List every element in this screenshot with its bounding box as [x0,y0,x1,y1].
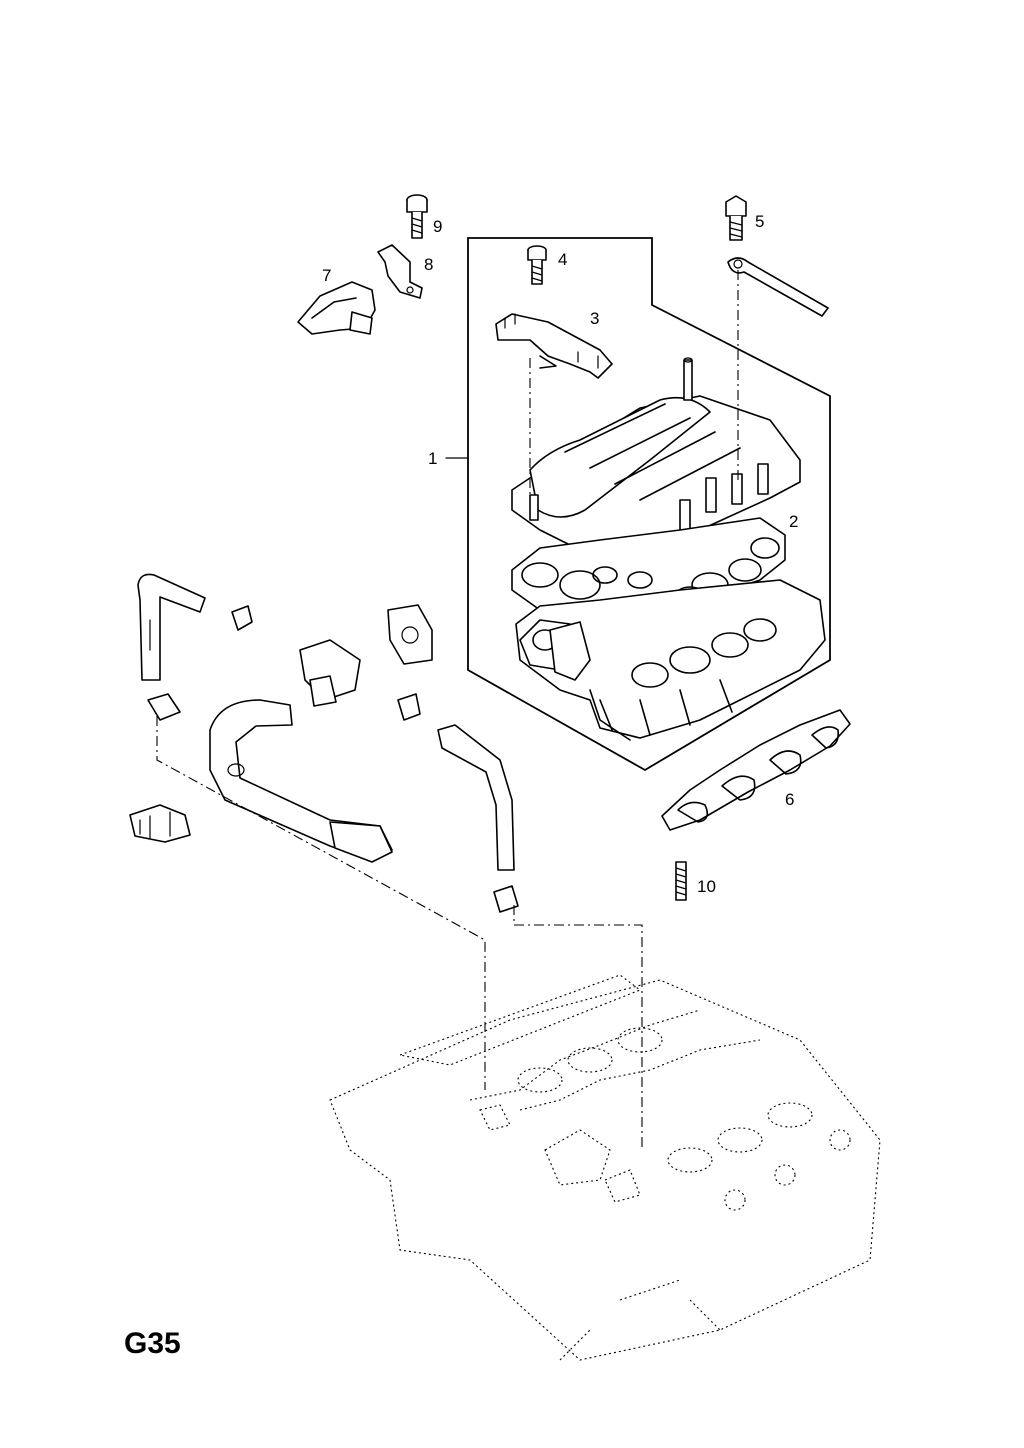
flange-upper [387,604,433,665]
engine-block [329,974,881,1361]
part-6-gasket [661,709,851,831]
part-7-sensor [297,281,376,335]
main-coolant-hose [209,699,393,863]
fitting-left [129,804,191,843]
part-10-stud [675,861,687,901]
part-1-upper-manifold [511,357,801,561]
hose-clamp-2 [147,693,181,721]
callout-7: 7 [322,266,331,285]
hose-right [437,724,515,871]
assembly-frame [467,237,831,772]
part-5-strap [727,257,829,317]
hose-clamp-3 [397,693,421,721]
part-1-lower-manifold [515,579,826,741]
hose-clamp-1 [231,605,253,631]
hose-clamp-4 [493,885,519,913]
part-9-bolt [406,194,428,239]
callout-2: 2 [789,512,798,531]
part-5-bolt [725,195,747,241]
callout-9: 9 [433,217,442,236]
part-8-bracket [377,244,423,299]
diagram-reference-code: G35 [124,1327,181,1360]
callout-5: 5 [755,212,764,231]
callout-1: 1 [428,449,437,468]
part-4-bolt [527,245,547,285]
hose-upper-left [137,573,206,681]
thermostat-housing [299,639,361,707]
alignment-lines [156,270,739,1148]
callout-8: 8 [424,255,433,274]
callout-10: 10 [697,877,716,896]
part-3-plate [495,313,613,379]
callout-6: 6 [785,790,794,809]
callout-3: 3 [590,309,599,328]
callout-4: 4 [558,250,567,269]
